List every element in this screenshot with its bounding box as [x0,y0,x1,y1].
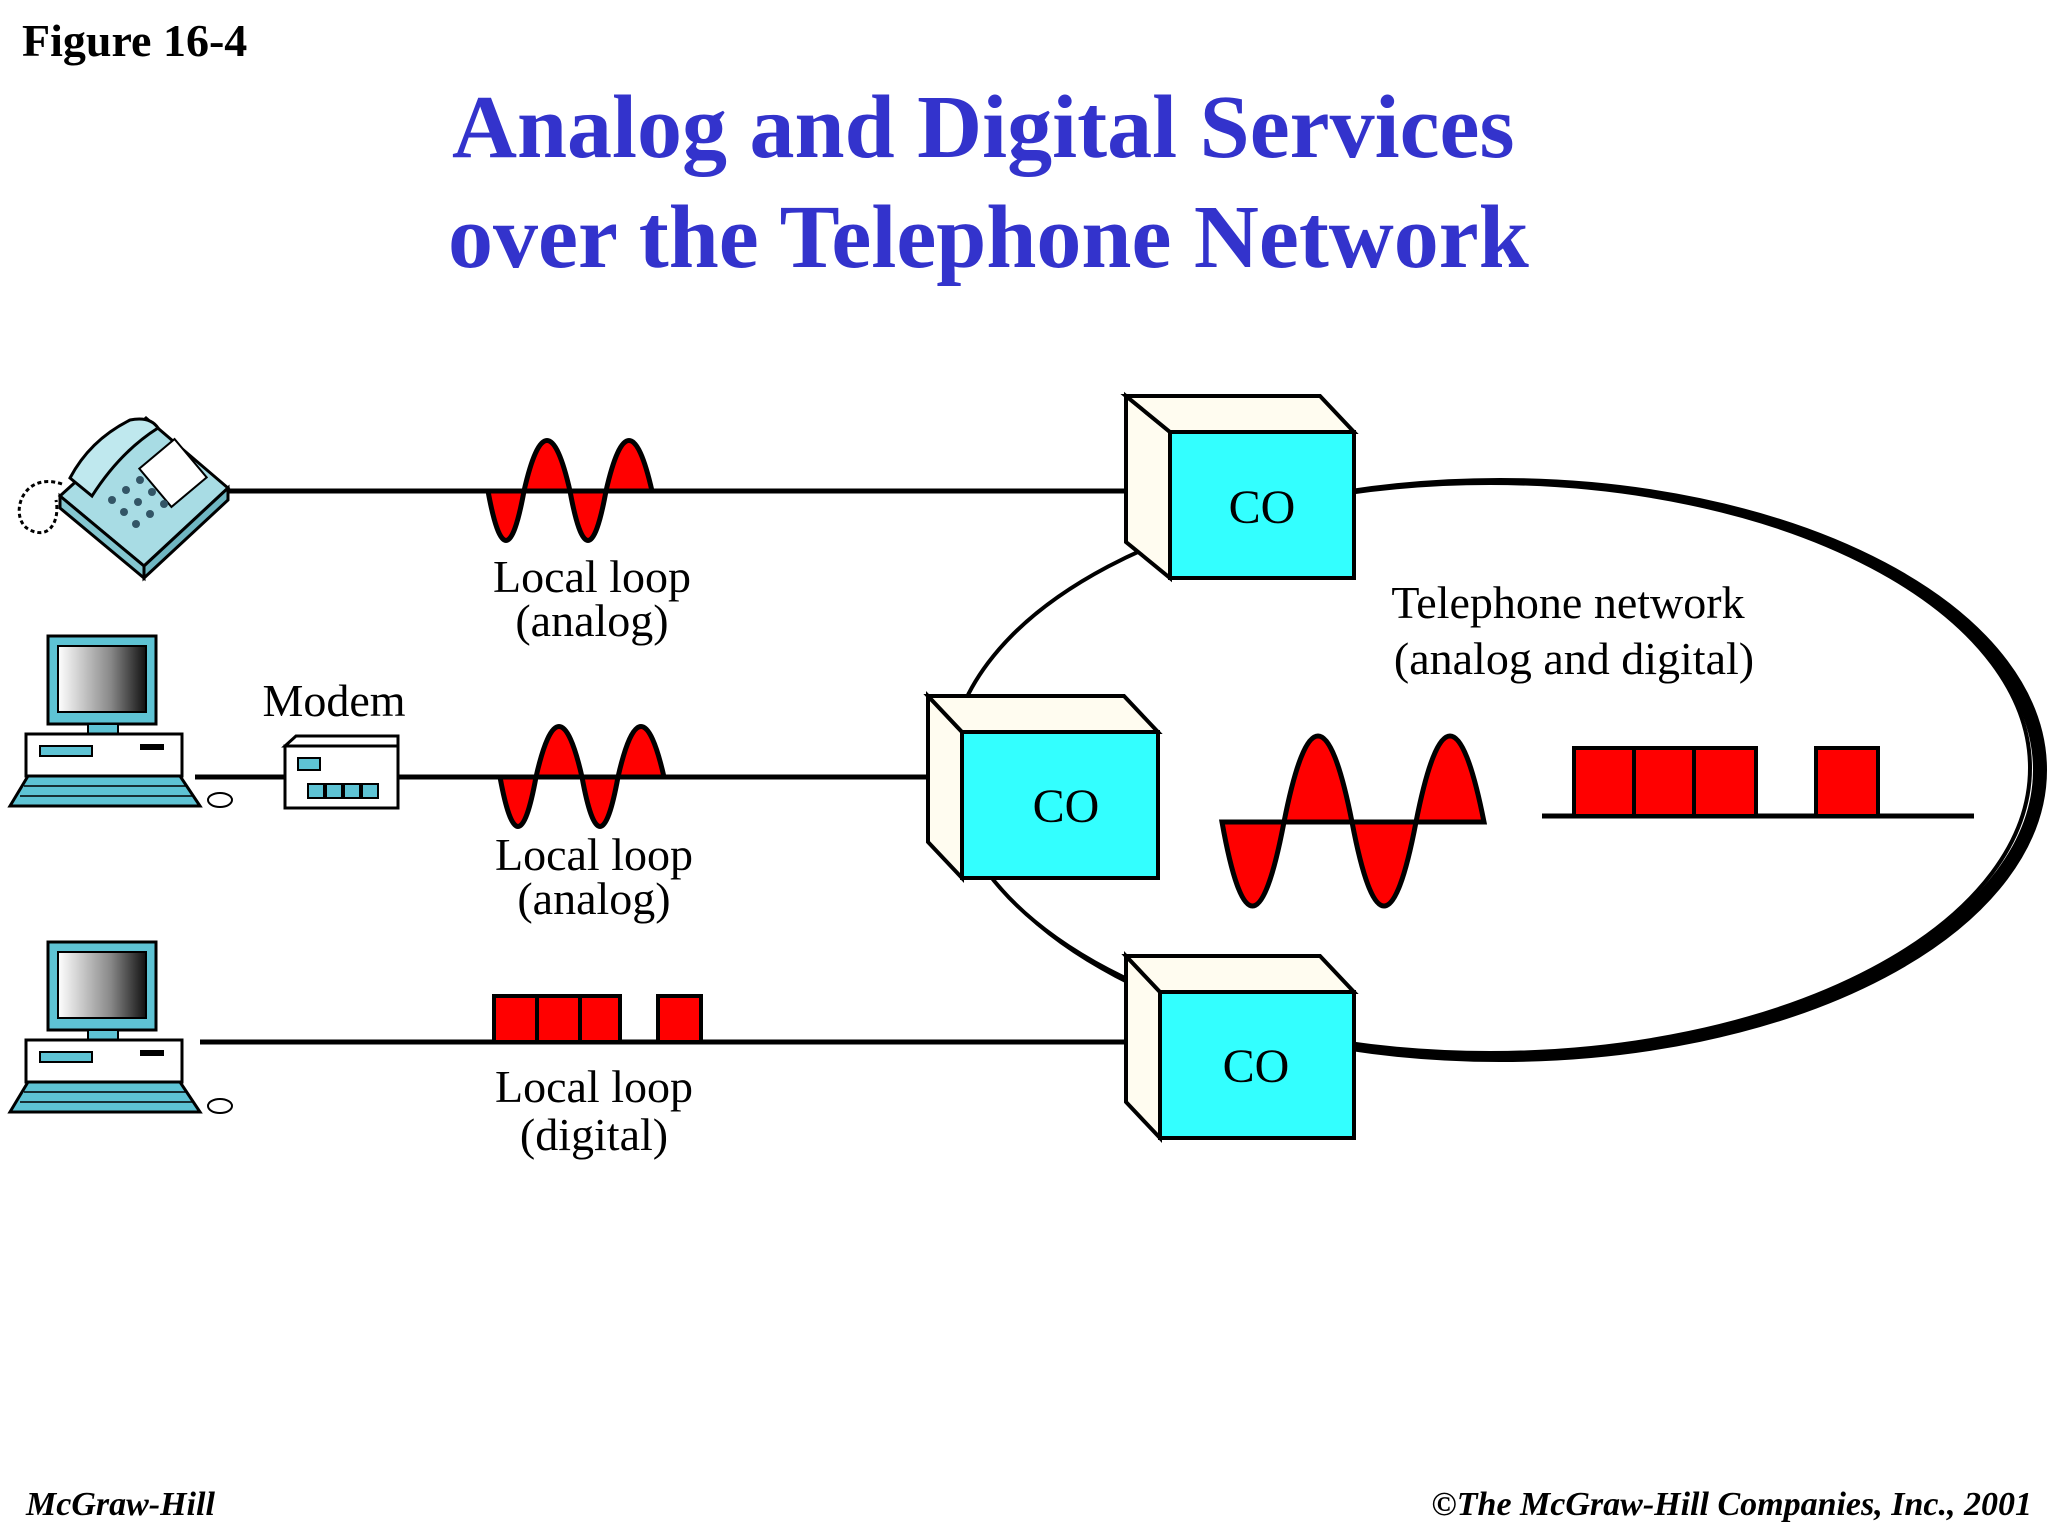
network-label-line1: Telephone network [1391,577,1744,628]
analog-signal-loop1 [485,438,656,543]
co-box-bottom: CO [1121,950,1359,1144]
co-label-top: CO [1229,481,1296,534]
footer-publisher: McGraw-Hill [26,1486,215,1523]
footer-copyright: ©The McGraw-Hill Companies, Inc., 2001 [1431,1486,2032,1523]
telephone-network-ellipse [948,478,2047,1062]
computer-icon-1 [7,634,233,808]
digital-signal-loop3 [492,994,703,1044]
co-label-middle: CO [1033,780,1100,833]
co-label-bottom: CO [1223,1040,1290,1093]
loop3-label-line1: Local loop [495,1061,693,1112]
loop1-label-line1: Local loop [493,551,691,602]
telephone-icon [17,416,231,582]
loop1-label-line2: (analog) [515,595,668,646]
title-line-1: Analog and Digital Services [452,78,1515,177]
analog-signal-loop2 [497,724,668,829]
loop2-label-line2: (analog) [517,873,670,924]
modem-label: Modem [262,675,405,726]
network-analog-signal [1219,733,1488,909]
computer-icon-2 [7,940,233,1114]
loop2-label-line1: Local loop [495,829,693,880]
modem-icon [281,734,400,810]
network-digital-signal [1542,746,1974,819]
co-box-middle: CO [923,690,1163,884]
network-label-line2: (analog and digital) [1394,633,1754,684]
loop3-label-line2: (digital) [520,1109,668,1160]
title-line-2: over the Telephone Network [448,188,1529,287]
figure-label: Figure 16-4 [22,15,248,66]
co-box-top: CO [1120,391,1359,583]
